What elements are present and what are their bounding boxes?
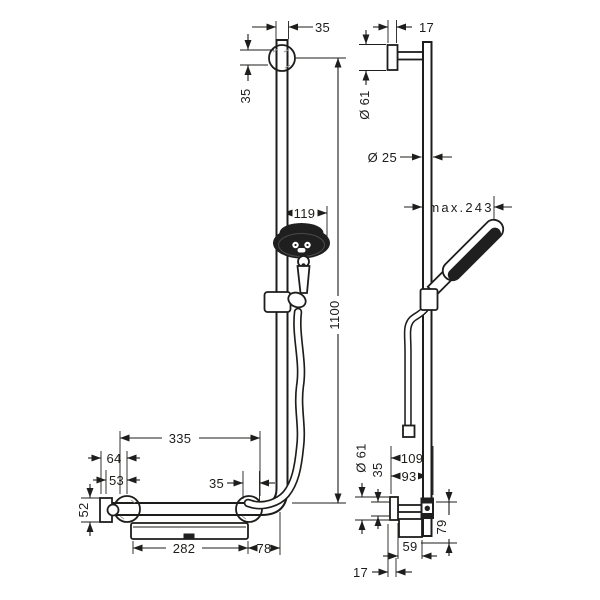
- dimension-label: 79: [434, 519, 449, 534]
- dimension-label: 335: [169, 431, 192, 446]
- side-view-dimensions: 17 Ø 61 Ø 25 max.243: [353, 20, 512, 580]
- dim-front-flange-drop: 35: [238, 34, 274, 104]
- dimension-label: 109: [401, 451, 424, 466]
- slider-holder-side: [419, 288, 439, 311]
- dim-side-plate-diameter-top: Ø 61: [357, 30, 386, 120]
- spray-dot-core: [306, 243, 309, 247]
- dim-front-tray-length: 282: [132, 541, 249, 556]
- dim-front-end-to-flange-inner: 53: [93, 470, 140, 494]
- dim-side-tray-depth: 59: [383, 523, 437, 560]
- bottom-wall-plate: [389, 496, 399, 521]
- holder-body: [263, 291, 292, 313]
- hand-shower-side: [426, 218, 505, 297]
- dimension-label: 64: [106, 451, 121, 466]
- dimension-label: 59: [402, 539, 417, 554]
- dim-front-bar-top-offset: 35: [252, 20, 330, 39]
- grab-bar-end-mount: [99, 497, 120, 523]
- slider-holder-front: [263, 291, 307, 313]
- dim-side-plate-depth-bottom: 17: [353, 524, 412, 580]
- dim-side-drop-below-bracket: 79: [421, 489, 457, 556]
- top-flange: [268, 44, 296, 72]
- hose-side: [405, 305, 429, 427]
- shower-head-face-side: [447, 227, 501, 281]
- dimension-label: 35: [315, 20, 330, 35]
- hand-shower-front: [273, 223, 330, 294]
- dimension-label: 1100: [327, 300, 342, 329]
- flange-hatch: [119, 499, 136, 520]
- dimension-label: 93: [401, 469, 416, 484]
- spray-select-icon: [292, 241, 311, 253]
- side-view: [386, 41, 505, 538]
- dimension-label: 53: [109, 473, 124, 488]
- dimension-label: Ø 25: [368, 150, 397, 165]
- shower-head-face: [273, 227, 330, 259]
- dimension-label: 17: [353, 565, 368, 580]
- shower-handle-front: [296, 265, 311, 294]
- front-view: [99, 39, 330, 540]
- dim-front-grab-bar-length: 335: [119, 431, 261, 496]
- end-mount-knob: [106, 503, 120, 517]
- dim-front-bar-length: 1100: [292, 57, 346, 504]
- shower-bar-front: [111, 39, 289, 516]
- top-bracket-arm: [396, 51, 426, 61]
- front-view-dimensions: 35 35 119 1100: [76, 20, 346, 556]
- soap-tray-front: [130, 522, 249, 540]
- bottom-slider-bracket: [420, 497, 434, 519]
- dim-side-bar-diameter: Ø 25: [368, 150, 452, 165]
- dimension-label: 78: [256, 541, 271, 556]
- dimension-label: Ø 61: [357, 90, 372, 119]
- dimension-label: 35: [238, 88, 253, 103]
- dim-side-plate-diameter-bottom: Ø 61: [354, 443, 389, 534]
- dimension-label: 35: [370, 462, 385, 477]
- dimension-label: max.243: [428, 200, 493, 215]
- hose-front: [245, 309, 304, 508]
- dimension-label: Ø 61: [354, 443, 369, 472]
- dim-front-end-to-flange-outer: 64: [88, 451, 140, 494]
- dimension-label: 119: [294, 206, 316, 221]
- hose-end-fitting: [402, 424, 416, 438]
- dim-front-flange-to-elbow: 35: [209, 471, 275, 503]
- dim-front-end-height: 52: [76, 484, 100, 536]
- holder-clamp: [287, 291, 307, 309]
- dimension-label: 17: [419, 20, 434, 35]
- tray-drain: [183, 533, 195, 539]
- dimension-label: 35: [209, 476, 224, 491]
- bracket-pin: [424, 505, 430, 511]
- dimension-label: 52: [76, 502, 91, 517]
- dim-side-plate-depth-top: 17: [373, 20, 434, 43]
- top-wall-plate: [386, 44, 399, 71]
- flange-circle: [268, 44, 296, 72]
- dim-front-elbow-overhang: 78: [248, 512, 281, 556]
- dimension-label: 282: [173, 541, 196, 556]
- bottom-bracket-arm: [397, 504, 423, 513]
- flange-hatch: [272, 48, 291, 69]
- soap-tray-side: [398, 518, 423, 538]
- spray-dot: [297, 248, 306, 253]
- spray-dot-core: [294, 243, 297, 247]
